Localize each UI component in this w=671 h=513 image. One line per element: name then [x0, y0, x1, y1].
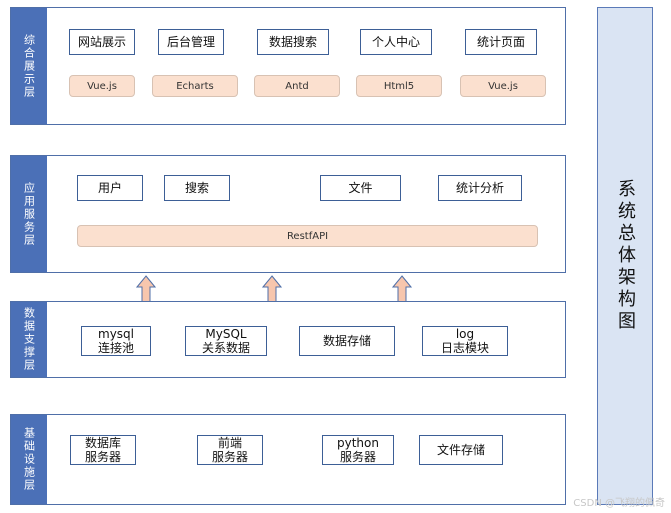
infrastructure-layer: 基础设施层 数据库 服务器 前端 服务器 python 服务器 文件存储	[10, 414, 566, 505]
infrastructure-layer-label: 基础设施层	[11, 415, 47, 504]
module-log: log 日志模块	[422, 326, 508, 356]
module-mysql-relational: MySQL 关系数据	[185, 326, 267, 356]
presentation-layer: 综合展示层 网站展示 后台管理 数据搜索 个人中心 统计页面 Vue.js Ec…	[10, 7, 566, 125]
side-title: 系统总体架构图	[615, 179, 636, 333]
side-title-panel: 系统总体架构图	[597, 7, 653, 505]
module-file-storage: 文件存储	[419, 435, 503, 465]
module-website-display: 网站展示	[69, 29, 135, 55]
application-layer: 应用服务层 用户 搜索 文件 统计分析 RestfAPI	[10, 155, 566, 273]
presentation-layer-label: 综合展示层	[11, 8, 47, 124]
module-search: 搜索	[164, 175, 230, 201]
module-data-storage: 数据存储	[299, 326, 395, 356]
tech-vuejs-2: Vue.js	[460, 75, 546, 97]
module-user: 用户	[77, 175, 143, 201]
tech-echarts: Echarts	[152, 75, 238, 97]
module-python-server: python 服务器	[322, 435, 394, 465]
module-mysql-pool: mysql 连接池	[81, 326, 151, 356]
module-statistics-analysis: 统计分析	[438, 175, 522, 201]
watermark: CSDN @飞翔的佩奇	[573, 498, 665, 509]
data-support-layer-label: 数据支撑层	[11, 302, 47, 377]
module-statistics-page: 统计页面	[465, 29, 537, 55]
module-db-server: 数据库 服务器	[70, 435, 136, 465]
module-file: 文件	[320, 175, 401, 201]
module-personal-center: 个人中心	[360, 29, 432, 55]
module-frontend-server: 前端 服务器	[197, 435, 263, 465]
tech-html5: Html5	[356, 75, 442, 97]
module-admin: 后台管理	[158, 29, 224, 55]
module-data-search: 数据搜索	[257, 29, 329, 55]
application-layer-label: 应用服务层	[11, 156, 47, 272]
restful-api-bar: RestfAPI	[77, 225, 538, 247]
data-support-layer: 数据支撑层 mysql 连接池 MySQL 关系数据 数据存储 log 日志模块	[10, 301, 566, 378]
tech-vuejs: Vue.js	[69, 75, 135, 97]
tech-antd: Antd	[254, 75, 340, 97]
